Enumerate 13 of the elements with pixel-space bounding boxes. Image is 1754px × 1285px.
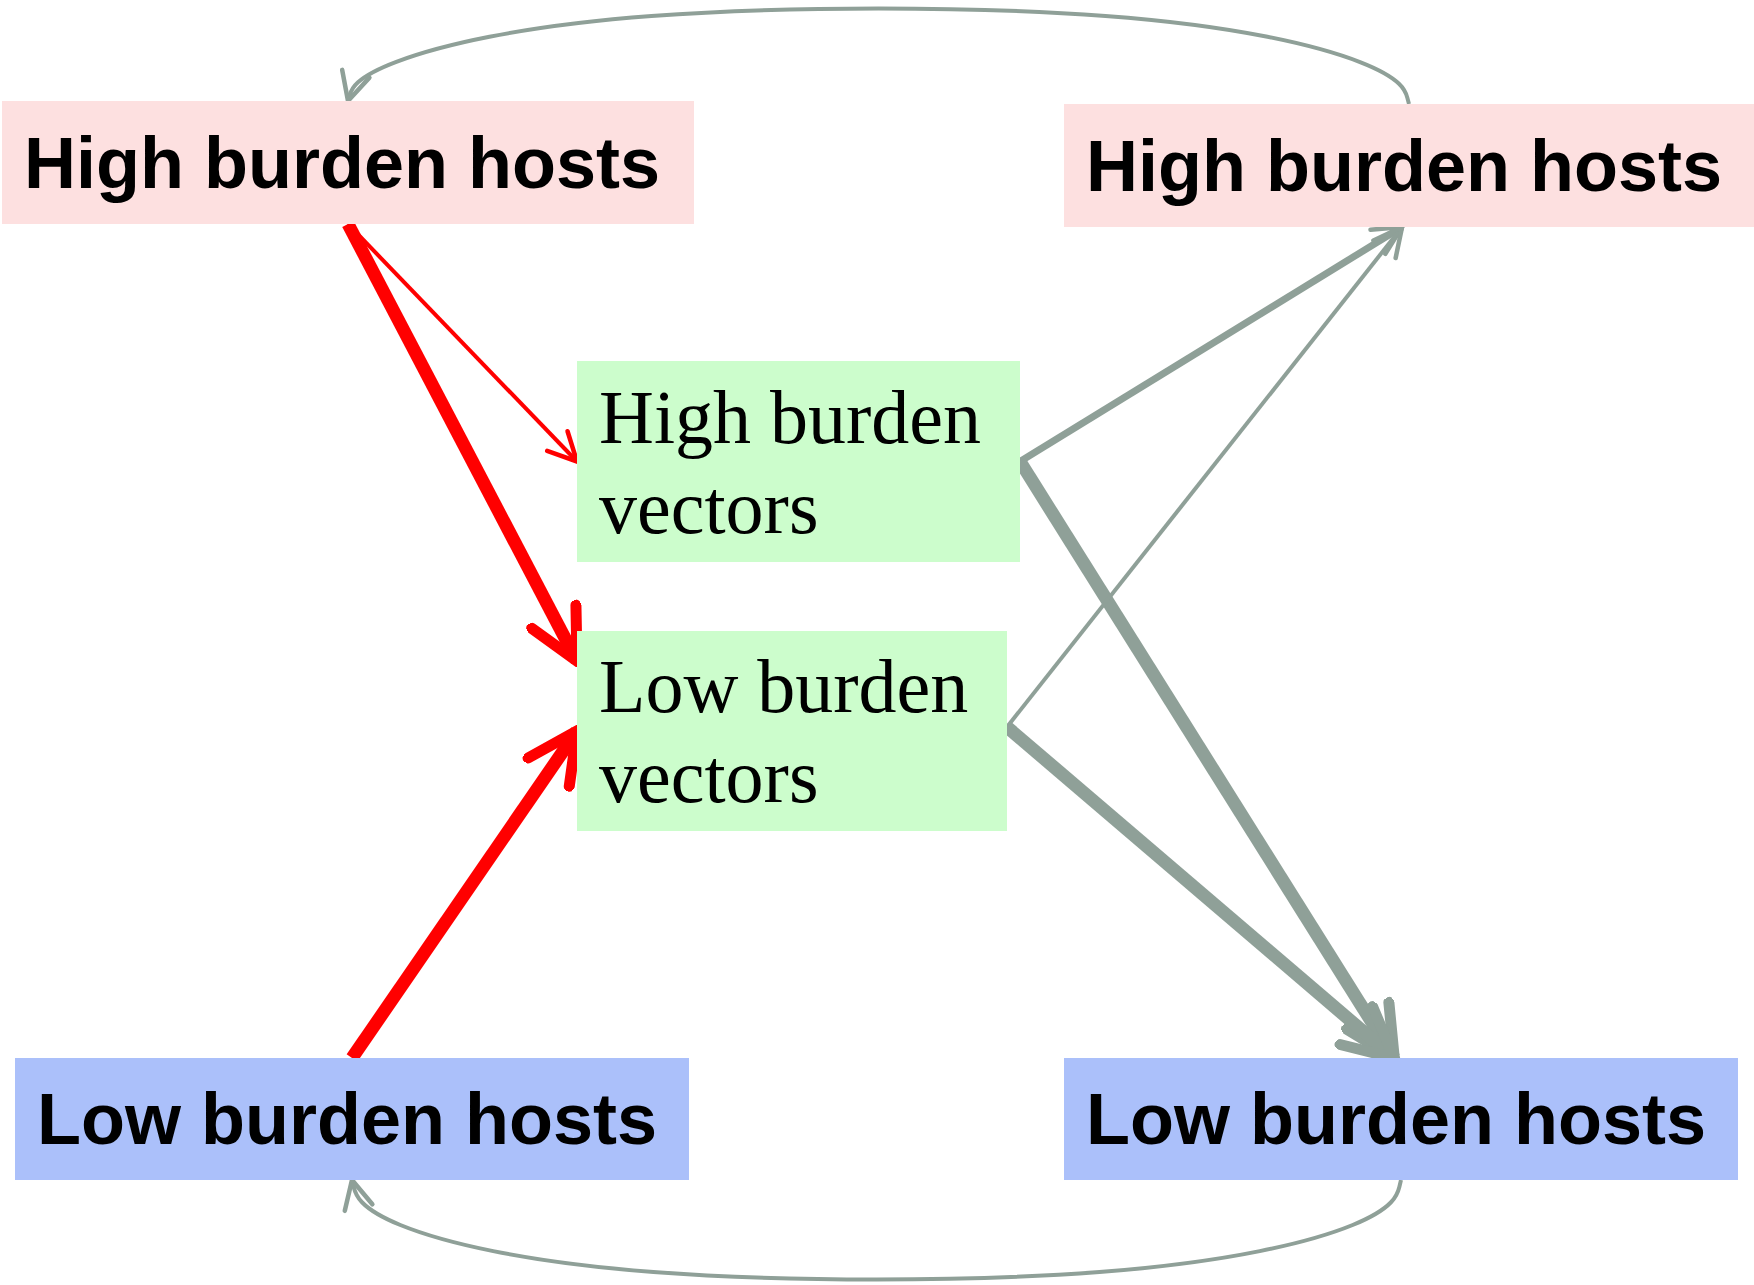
- label-box: [1064, 1058, 1738, 1180]
- box-label: Low burden vectors: [599, 643, 970, 820]
- box-label: High burden hosts: [24, 121, 660, 204]
- box-label: High burden vectors: [599, 373, 983, 551]
- label-box: [1064, 104, 1754, 227]
- box-label: Low burden hosts: [37, 1078, 657, 1160]
- label-box: [2, 101, 694, 224]
- box-label: Low burden hosts: [1086, 1078, 1706, 1160]
- arrow: [339, 6, 1411, 105]
- box-label: High burden hosts: [1086, 124, 1722, 207]
- label-box: [15, 1058, 689, 1180]
- label-box: [577, 631, 1007, 831]
- label-box: [577, 361, 1020, 562]
